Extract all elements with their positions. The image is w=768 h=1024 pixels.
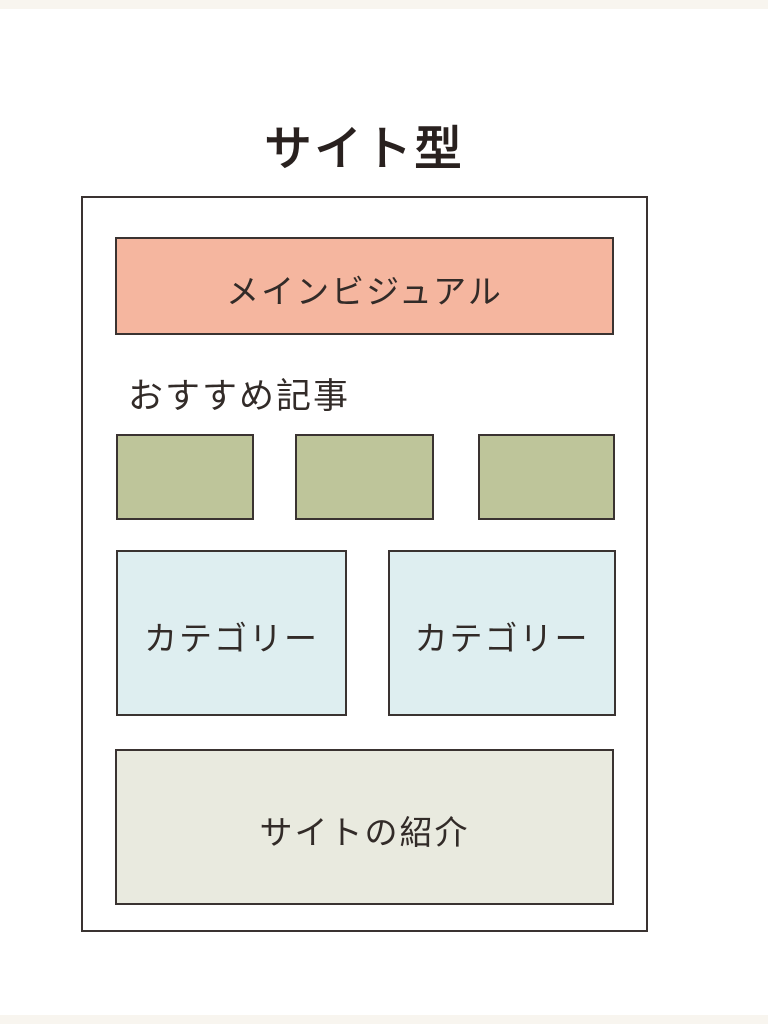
main-visual-label: メインビジュアル [226, 273, 503, 310]
category-block: カテゴリー [116, 550, 347, 716]
main-visual-block: メインビジュアル [115, 237, 614, 335]
category-label: カテゴリー [414, 620, 590, 657]
category-block: カテゴリー [388, 550, 616, 716]
recommended-article-thumbnail [478, 434, 615, 520]
category-label: カテゴリー [144, 620, 319, 657]
site-layout-wireframe: メインビジュアル おすすめ記事 カテゴリー カテゴリー サイトの紹介 [81, 196, 648, 932]
site-intro-block: サイトの紹介 [115, 749, 614, 905]
diagram-title: サイト型 [264, 122, 465, 176]
recommended-articles-heading: おすすめ記事 [128, 377, 351, 416]
recommended-article-thumbnail [295, 434, 434, 520]
recommended-article-thumbnail [116, 434, 254, 520]
site-intro-label: サイトの紹介 [259, 814, 470, 851]
